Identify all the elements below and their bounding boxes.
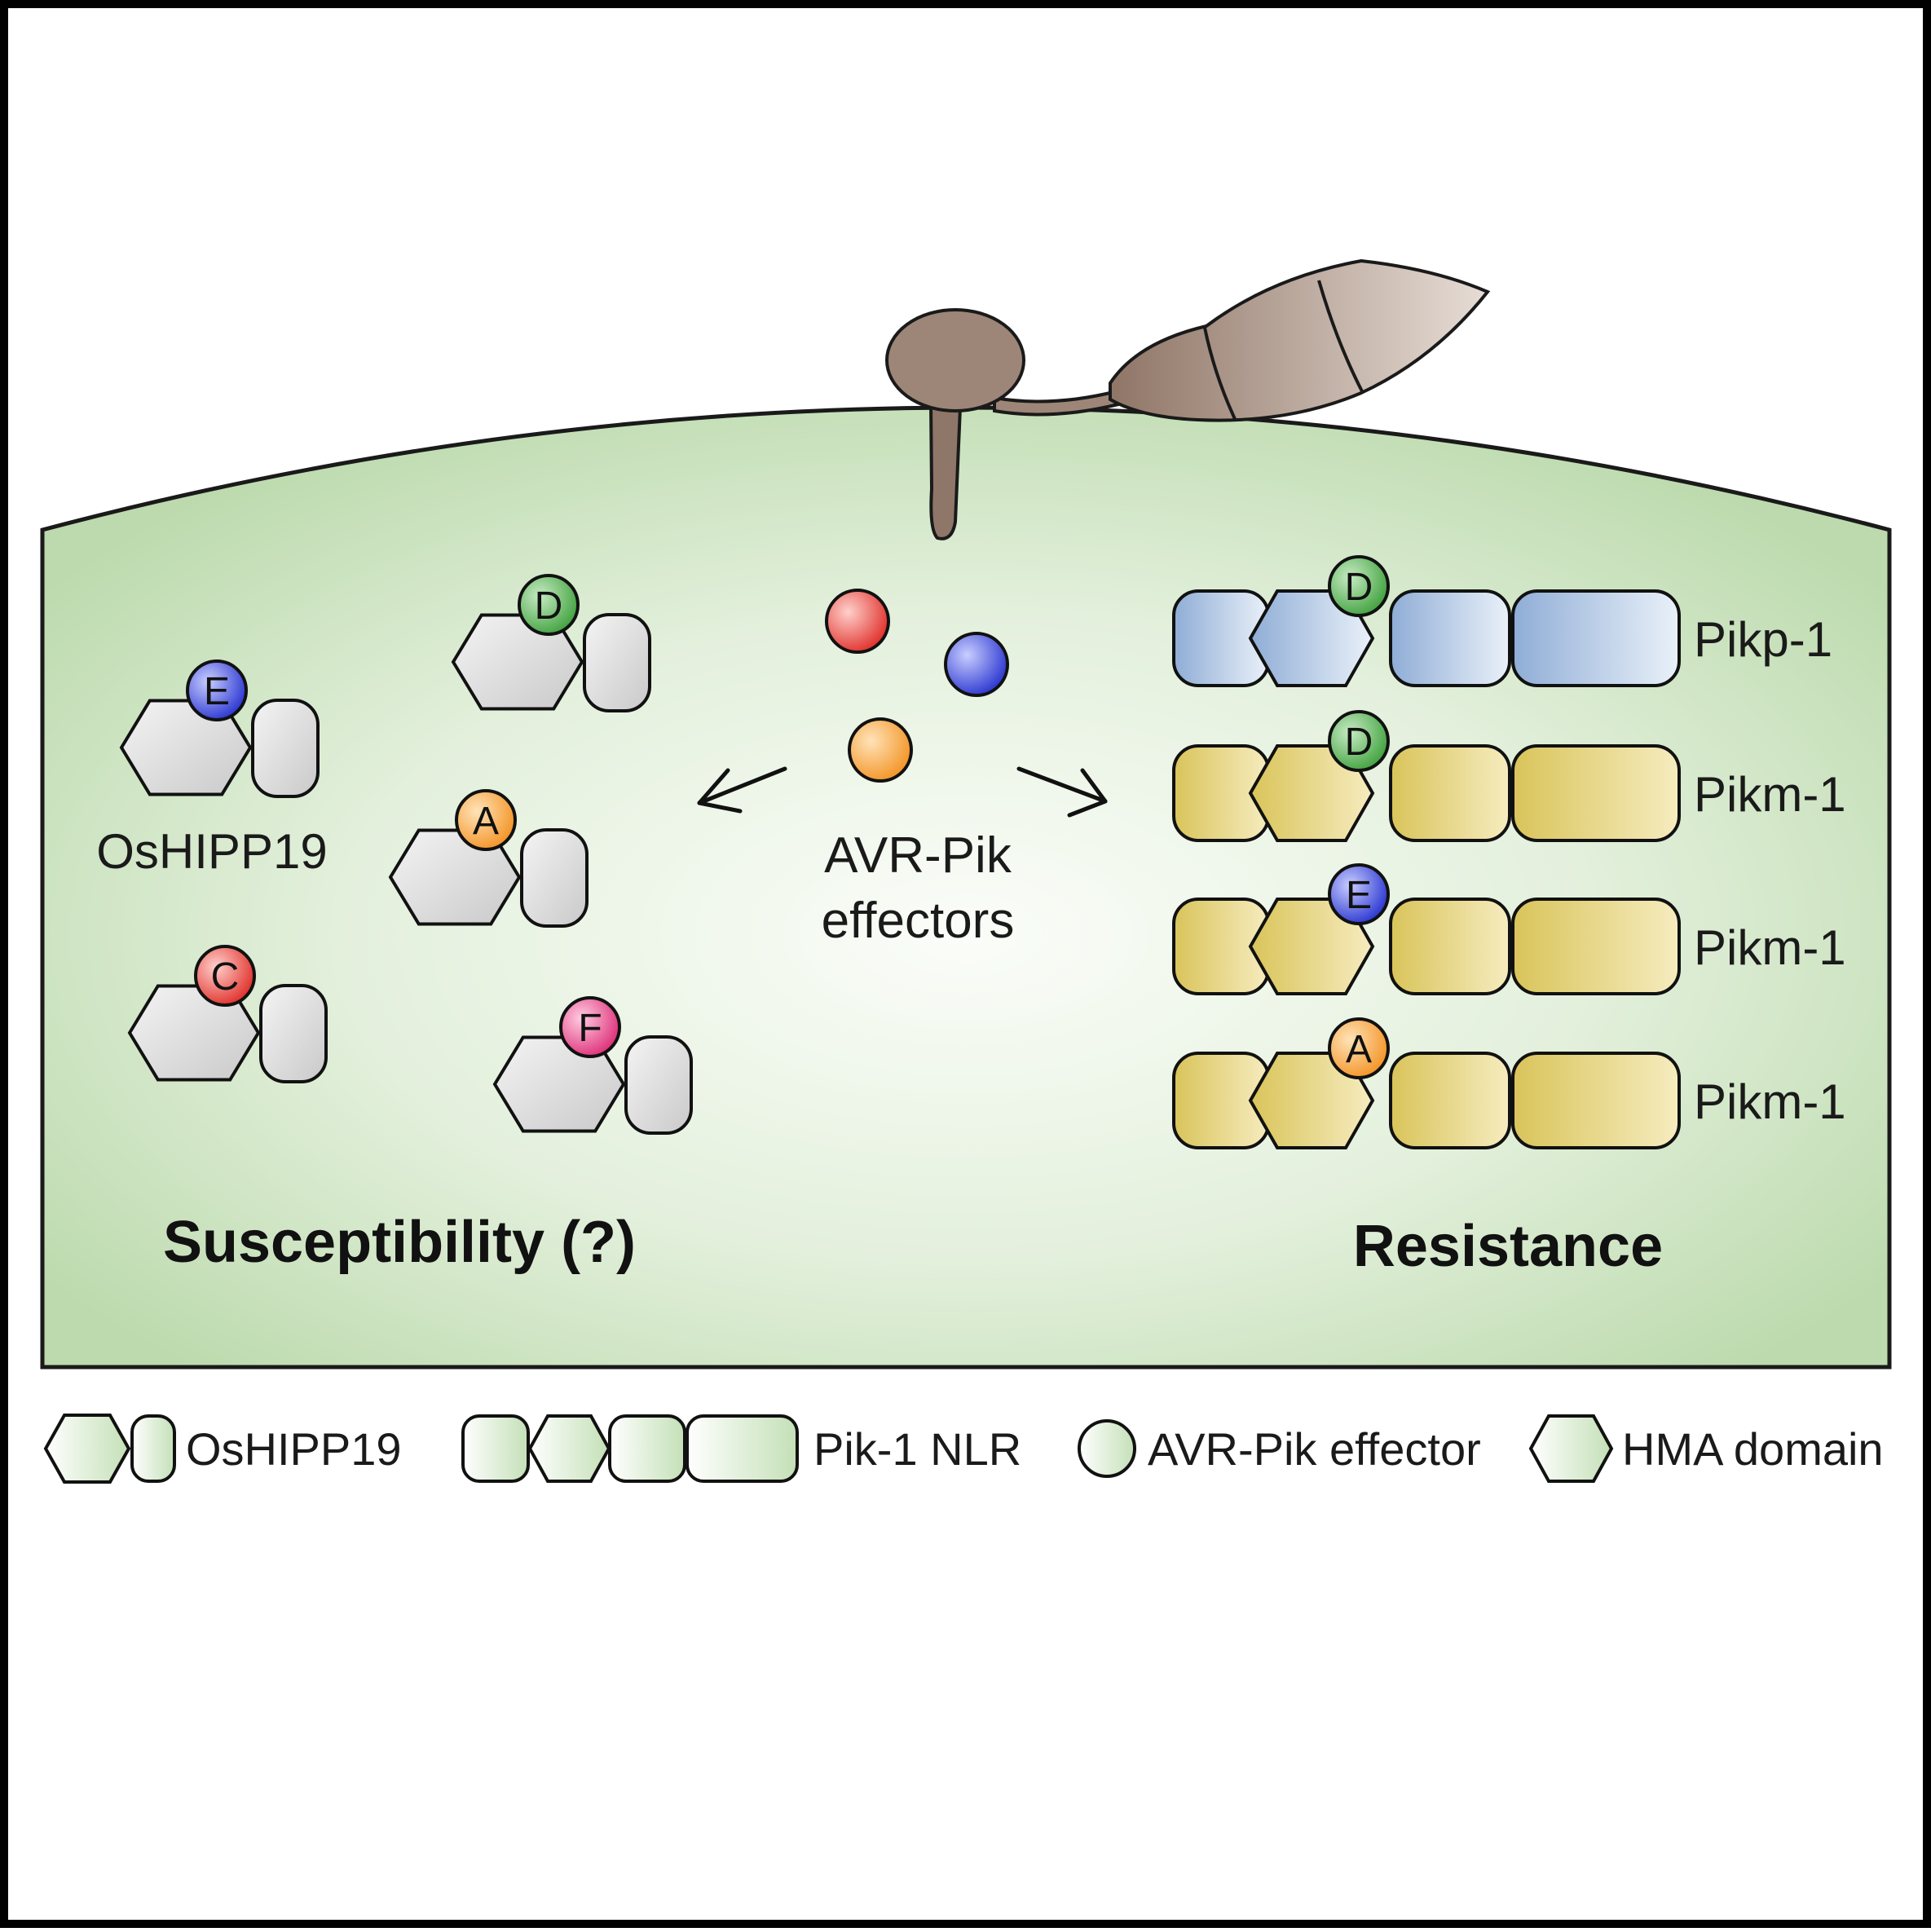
- legend-nlr-domain-1-icon: [461, 1414, 530, 1483]
- arrow-left: [697, 766, 787, 814]
- bound-effector-letter: D: [535, 584, 563, 628]
- legend-hma-domain: HMA domain: [1528, 1414, 1884, 1483]
- nlr-domain-3: [1511, 744, 1681, 842]
- oshipp19-domain: [251, 699, 320, 798]
- bound-effector-circle: [1328, 555, 1390, 617]
- nlr-domain-3: [1511, 898, 1681, 995]
- legend-hma-hexagon-icon: [1528, 1414, 1614, 1483]
- legend-nlr-hma-icon: [527, 1414, 611, 1483]
- nlr-name-label: Pikm-1: [1694, 1074, 1846, 1129]
- nlr-name-label: Pikp-1: [1694, 612, 1832, 667]
- legend-oshipp19-domain-icon: [130, 1414, 176, 1483]
- legend: OsHIPP19 Pik-1 NLR AVR-Pik effector HMA …: [43, 1414, 1884, 1484]
- effectors-label-line1: AVR-Pik: [824, 827, 1012, 884]
- oshipp19-hma-hexagon: [451, 613, 584, 711]
- oshipp19-hma-hexagon: [127, 984, 261, 1082]
- nlr-hma-hexagon: [1248, 898, 1375, 995]
- fungus-septum-2: [1317, 280, 1364, 394]
- nlr-row: D Pikm-1: [1172, 710, 1846, 842]
- nlr-name-label: Pikm-1: [1694, 920, 1846, 975]
- bound-effector-letter: E: [1346, 874, 1372, 917]
- nlr-row: A Pikm-1: [1172, 1017, 1846, 1149]
- fungus-septum-1: [1203, 327, 1237, 420]
- oshipp19-complexes: E D A C F: [119, 574, 693, 1135]
- resistance-label: Resistance: [1353, 1214, 1663, 1279]
- legend-nlr-domain-3-icon: [686, 1414, 799, 1483]
- nlr-domain-3: [1511, 1052, 1681, 1149]
- oshipp19-hma-hexagon: [492, 1035, 626, 1133]
- bound-effector-circle: [559, 996, 621, 1058]
- oshipp19-complex: F: [492, 996, 693, 1135]
- nlr-name-label: Pikm-1: [1694, 767, 1846, 822]
- legend-oshipp19-label: OsHIPP19: [186, 1423, 402, 1475]
- legend-oshipp19-hexagon-icon: [43, 1414, 131, 1484]
- bound-effector-circle: [1328, 710, 1390, 772]
- legend-oshipp19: OsHIPP19: [43, 1414, 402, 1484]
- nlr-domain-2: [1389, 1052, 1511, 1149]
- effector-red: [825, 589, 890, 654]
- legend-nlr-domain-2-icon: [608, 1414, 686, 1483]
- bound-effector-letter: A: [1346, 1028, 1372, 1071]
- nlr-hma-hexagon: [1248, 1052, 1375, 1149]
- oshipp19-domain: [624, 1035, 693, 1135]
- legend-pik1-nlr-label: Pik-1 NLR: [813, 1423, 1021, 1475]
- bound-effector-letter: E: [204, 670, 230, 713]
- fungus: [885, 258, 1491, 540]
- fungus-conidium: [1109, 258, 1491, 422]
- oshipp19-complex: C: [127, 945, 328, 1083]
- nlr-domain-2: [1389, 898, 1511, 995]
- nlr-hma-hexagon: [1248, 589, 1375, 687]
- bound-effector-letter: D: [1345, 566, 1373, 609]
- bound-effector-letter: D: [1345, 721, 1373, 764]
- arrow-right: [1016, 766, 1108, 818]
- legend-hma-domain-label: HMA domain: [1622, 1423, 1884, 1475]
- legend-pik1-nlr: Pik-1 NLR: [461, 1414, 1021, 1483]
- bound-effector-circle: [1328, 1017, 1390, 1079]
- nlr-domain-2: [1389, 744, 1511, 842]
- effector-blue: [944, 632, 1009, 697]
- oshipp19-complex: A: [388, 789, 589, 928]
- bound-effector-circle: [518, 574, 580, 636]
- oshipp19-domain: [520, 828, 589, 928]
- nlr-row: D Pikp-1: [1172, 555, 1832, 687]
- oshipp19-complex: E: [119, 659, 320, 798]
- bound-effector-letter: A: [473, 800, 499, 843]
- susceptibility-label: Susceptibility (?): [163, 1210, 636, 1275]
- oshipp19-hma-hexagon: [119, 699, 253, 796]
- bound-effector-circle: [186, 659, 248, 721]
- oshipp19-label: OsHIPP19: [96, 824, 327, 879]
- fungus-appressorium: [885, 308, 1025, 412]
- nlr-domain-2: [1389, 589, 1511, 687]
- legend-effector-circle-icon: [1078, 1419, 1136, 1478]
- oshipp19-hma-hexagon: [388, 828, 522, 926]
- effectors-label-line2: effectors: [822, 893, 1015, 949]
- bound-effector-letter: C: [211, 955, 240, 999]
- bound-effector-circle: [455, 789, 517, 851]
- nlr-row: E Pikm-1: [1172, 863, 1846, 995]
- bound-effector-letter: F: [578, 1007, 602, 1050]
- oshipp19-complex: D: [451, 574, 651, 712]
- free-effectors: [825, 589, 1009, 783]
- bound-effector-circle: [1328, 863, 1390, 925]
- oshipp19-domain: [583, 613, 651, 712]
- effector-orange: [848, 717, 913, 783]
- legend-avr-pik-effector: AVR-Pik effector: [1078, 1419, 1481, 1478]
- legend-avr-pik-effector-label: AVR-Pik effector: [1148, 1423, 1481, 1475]
- oshipp19-domain: [259, 984, 328, 1083]
- fungus-penetration-peg: [928, 401, 963, 540]
- nlr-hma-hexagon: [1248, 744, 1375, 842]
- nlr-domain-3: [1511, 589, 1681, 687]
- bound-effector-circle: [194, 945, 256, 1007]
